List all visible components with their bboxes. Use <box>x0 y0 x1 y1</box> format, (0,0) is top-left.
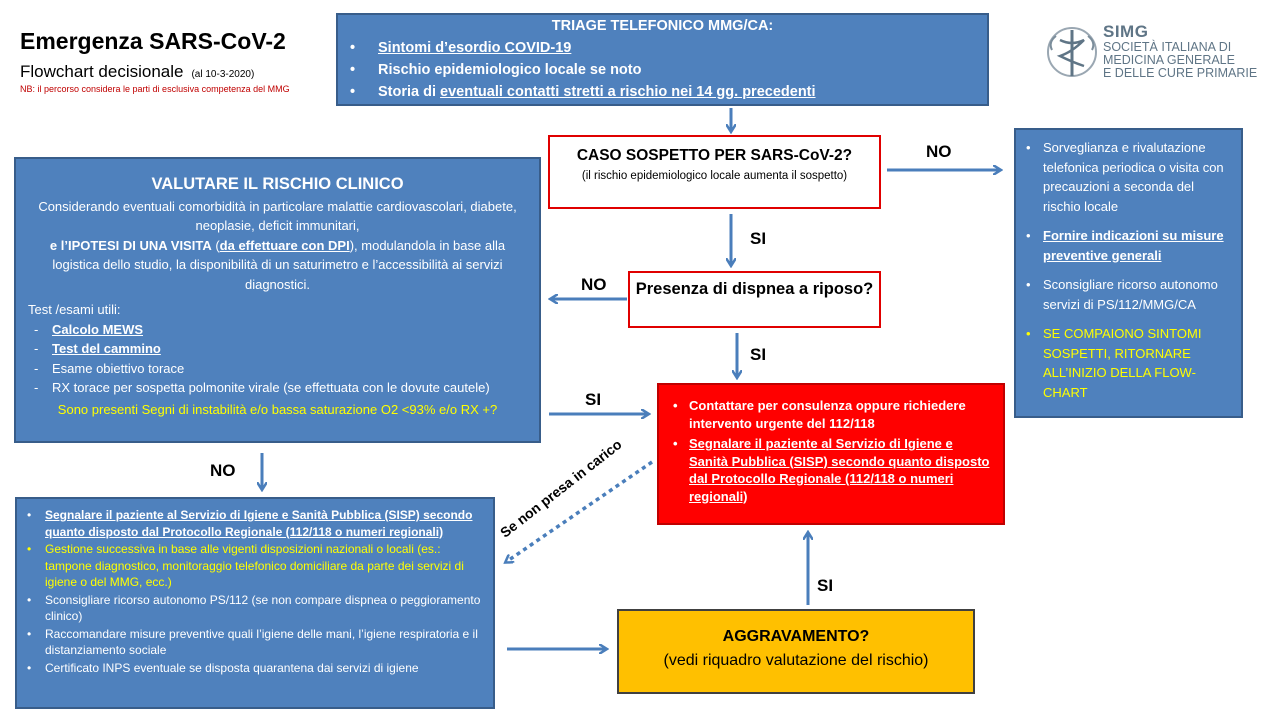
clinical-risk-para-2: e l’IPOTESI DI UNA VISITA (da effettuare… <box>28 236 527 295</box>
surveillance-item-text: Sorveglianza e rivalutazione telefonica … <box>1043 140 1224 214</box>
reporting-item: Raccomandare misure preventive quali l’i… <box>23 626 487 659</box>
tests-title: Test /esami utili: <box>28 302 121 317</box>
reporting-item: Gestione successiva in base alle vigenti… <box>23 541 487 591</box>
logo-line-2: MEDICINA GENERALE <box>1103 53 1235 67</box>
triage-title: TRIAGE TELEFONICO MMG/CA: <box>551 18 774 34</box>
label-si-instability: SI <box>585 390 602 409</box>
clinical-risk-title: VALUTARE IL RISCHIO CLINICO <box>151 175 404 193</box>
label-no-instability: NO <box>210 461 236 480</box>
instability-question: Sono presenti Segni di instabilità e/o b… <box>57 401 498 417</box>
tests-list: Calcolo MEWS Test del cammino Esame obie… <box>28 320 527 398</box>
surveillance-item-text: Fornire indicazioni su misure preventive… <box>1043 228 1224 263</box>
test-item-text: RX torace per sospetta polmonite virale … <box>52 380 490 395</box>
label-si-suspect: SI <box>750 229 767 248</box>
page-title: Emergenza SARS-CoV-2 <box>20 28 286 54</box>
surveillance-item: Sorveglianza e rivalutazione telefonica … <box>1024 138 1233 216</box>
surveillance-item-text: Sconsigliare ricorso autonomo servizi di… <box>1043 277 1218 312</box>
label-no-dyspnea: NO <box>581 275 607 294</box>
urgent-item: Contattare per consulenza oppure richied… <box>671 397 991 432</box>
worsening-box: AGGRAVAMENTO? (vedi riquadro valutazione… <box>617 609 975 694</box>
subtitle-text: Flowchart decisionale <box>20 62 184 81</box>
date-note: (al 10-3-2020) <box>191 69 255 80</box>
reporting-box: Segnalare il paziente al Servizio di Igi… <box>15 497 495 709</box>
triage-item-text: eventuali contatti stretti a rischio nei… <box>440 84 816 100</box>
page-subtitle: Flowchart decisionale (al 10-3-2020) <box>20 62 254 82</box>
triage-item-text: Rischio epidemiologico locale se noto <box>378 62 642 78</box>
suspect-case-question: CASO SOSPETTO PER SARS-CoV-2? <box>576 147 853 164</box>
arrow-dashed-not-taken <box>506 460 653 562</box>
clinical-risk-box: VALUTARE IL RISCHIO CLINICO Considerando… <box>14 157 541 443</box>
visit-hypothesis: e l’IPOTESI DI UNA VISITA <box>49 237 212 253</box>
para-rest: modulandola in base alla logistica dello… <box>52 237 506 292</box>
urgent-item-text: Segnalare il paziente al Servizio di Igi… <box>689 436 990 504</box>
test-item: Esame obiettivo torace <box>28 359 527 379</box>
triage-item-text: Sintomi d’esordio COVID-19 <box>378 40 572 56</box>
reporting-item-text: Sconsigliare ricorso autonomo PS/112 (se… <box>45 592 481 624</box>
triage-list: Sintomi d’esordio COVID-19 Rischio epide… <box>348 37 977 103</box>
urgent-action-box: Contattare per consulenza oppure richied… <box>657 383 1005 525</box>
caduceus-emblem-icon <box>1047 27 1097 77</box>
triage-box: TRIAGE TELEFONICO MMG/CA: Sintomi d’esor… <box>336 13 989 106</box>
surveillance-item-text: SE COMPAIONO SINTOMI SOSPETTI, RITORNARE… <box>1043 326 1202 400</box>
reporting-item: Certificato INPS eventuale se disposta q… <box>23 660 487 677</box>
surveillance-item: SE COMPAIONO SINTOMI SOSPETTI, RITORNARE… <box>1024 324 1233 402</box>
urgent-item-text: Contattare per consulenza oppure richied… <box>689 398 966 431</box>
surveillance-item: Sconsigliare ricorso autonomo servizi di… <box>1024 275 1233 314</box>
suspect-case-box: CASO SOSPETTO PER SARS-CoV-2? (il rischi… <box>548 135 881 209</box>
reporting-item-text: Raccomandare misure preventive quali l’i… <box>45 626 478 658</box>
dyspnea-question: Presenza di dispnea a riposo? <box>635 280 874 298</box>
worsening-note: (vedi riquadro valutazione del rischio) <box>663 652 929 669</box>
triage-item: Storia di eventuali contatti stretti a r… <box>348 81 977 103</box>
scope-note: NB: il percorso considera le parti di es… <box>20 84 290 94</box>
logo-line-1: SOCIETÀ ITALIANA DI <box>1103 40 1232 54</box>
logo-name: SIMG <box>1103 22 1149 41</box>
reporting-item-text: Gestione successiva in base alle vigenti… <box>45 542 464 589</box>
reporting-list: Segnalare il paziente al Servizio di Igi… <box>23 507 487 676</box>
triage-item: Sintomi d’esordio COVID-19 <box>348 37 977 59</box>
simg-logo <box>1044 22 1254 92</box>
test-item: Test del cammino <box>28 339 527 359</box>
urgent-list: Contattare per consulenza oppure richied… <box>671 397 991 505</box>
label-si-worsening: SI <box>817 576 834 595</box>
reporting-item-text: Certificato INPS eventuale se disposta q… <box>45 660 419 675</box>
para-close: ), <box>349 237 358 253</box>
triage-item: Rischio epidemiologico locale se noto <box>348 59 977 81</box>
worsening-question: AGGRAVAMENTO? <box>722 628 870 645</box>
label-si-dyspnea: SI <box>750 345 767 364</box>
para-open: ( <box>211 237 220 253</box>
surveillance-list: Sorveglianza e rivalutazione telefonica … <box>1024 138 1233 402</box>
clinical-risk-para-1: Considerando eventuali comorbidità in pa… <box>38 198 517 234</box>
reporting-item: Sconsigliare ricorso autonomo PS/112 (se… <box>23 592 487 625</box>
test-item: RX torace per sospetta polmonite virale … <box>28 378 527 398</box>
surveillance-box: Sorveglianza e rivalutazione telefonica … <box>1014 128 1243 418</box>
test-item-text: Calcolo MEWS <box>52 321 144 337</box>
test-item: Calcolo MEWS <box>28 320 527 340</box>
test-item-text: Test del cammino <box>52 341 161 356</box>
dpi-note: da effettuare con DPI <box>219 237 350 253</box>
suspect-case-note: (il rischio epidemiologico locale aument… <box>581 170 848 182</box>
label-no-suspect: NO <box>926 142 952 161</box>
surveillance-item: Fornire indicazioni su misure preventive… <box>1024 226 1233 265</box>
reporting-item-text: Segnalare il paziente al Servizio di Igi… <box>45 508 473 539</box>
test-item-text: Esame obiettivo torace <box>52 360 185 376</box>
dyspnea-box: Presenza di dispnea a riposo? <box>628 271 881 328</box>
reporting-item: Segnalare il paziente al Servizio di Igi… <box>23 507 487 540</box>
triage-item-prefix: Storia di <box>378 84 441 100</box>
logo-line-3: E DELLE CURE PRIMARIE <box>1103 66 1258 80</box>
urgent-item: Segnalare il paziente al Servizio di Igi… <box>671 435 991 505</box>
